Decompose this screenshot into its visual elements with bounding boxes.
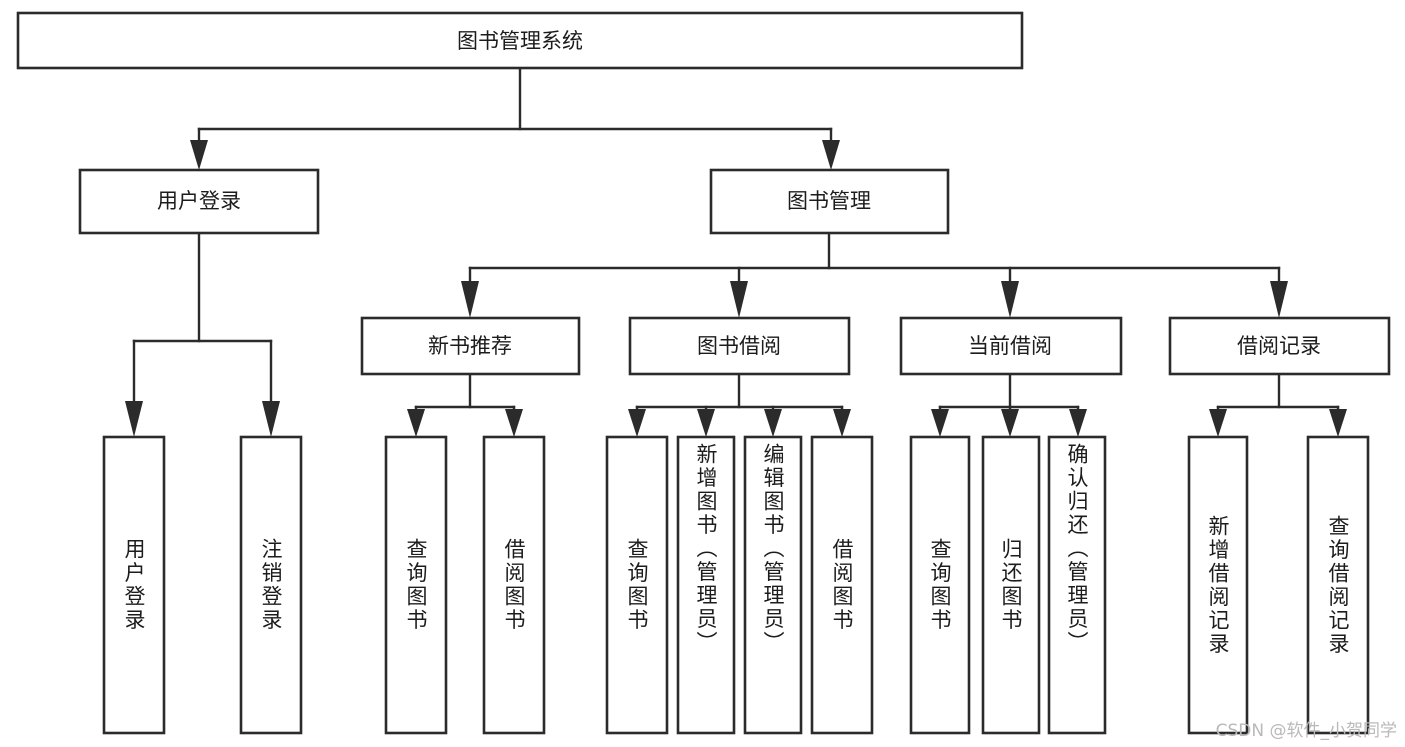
node-root-system-label: 图书管理系统 — [457, 29, 583, 53]
leaf-box-query-book-c[interactable] — [909, 435, 971, 735]
node-borrow-record-label: 借阅记录 — [1237, 334, 1321, 358]
node-book-manage-label: 图书管理 — [787, 189, 871, 213]
connectors-bookmanage-to-level3 — [461, 231, 1288, 318]
arrow-to-leaf-logout — [262, 401, 280, 437]
arrow-to-book-manage — [822, 140, 840, 170]
arrow-to-current-borrow — [1001, 281, 1019, 318]
arrow-to-leaf-query-book-b — [628, 409, 646, 437]
arrow-to-leaf-confirm-return — [1069, 409, 1087, 437]
leaf-box-logout[interactable] — [239, 435, 303, 735]
arrow-to-leaf-return-book — [1001, 409, 1019, 437]
node-new-book-recommend[interactable] — [360, 316, 581, 376]
arrow-to-leaf-add-record — [1209, 409, 1227, 437]
leaf-box-borrow-book-a[interactable] — [482, 435, 546, 735]
leaf-box-add-record[interactable] — [1187, 435, 1249, 735]
leaf-box-query-record[interactable] — [1306, 435, 1370, 735]
arrow-to-user-login — [190, 140, 208, 170]
node-current-borrow[interactable] — [899, 316, 1123, 376]
node-root-system[interactable] — [16, 11, 1024, 70]
leaf-box-confirm-return[interactable] — [1047, 435, 1107, 735]
connectors-borrowrecord-to-leaves — [1209, 372, 1347, 437]
arrow-to-leaf-borrow-book-b — [833, 409, 851, 437]
arrow-to-leaf-add-book — [697, 409, 715, 437]
node-new-book-recommend-label: 新书推荐 — [428, 334, 512, 358]
node-book-borrow-label: 图书借阅 — [697, 334, 781, 358]
leaf-box-query-book-a[interactable] — [384, 435, 448, 735]
leaf-box-return-book[interactable] — [981, 435, 1041, 735]
leaf-box-user-login[interactable] — [102, 435, 166, 735]
arrow-to-leaf-user-login — [125, 401, 143, 437]
connectors-bookborrow-to-leaves — [628, 372, 851, 437]
connectors-root-to-level2 — [190, 66, 840, 170]
arrow-to-book-borrow — [730, 281, 748, 318]
leaf-box-edit-book[interactable] — [743, 435, 803, 735]
node-book-manage[interactable] — [709, 168, 950, 235]
arrow-to-leaf-query-book-a — [407, 409, 425, 437]
node-current-borrow-label: 当前借阅 — [968, 334, 1052, 358]
leaf-box-query-book-b[interactable] — [605, 435, 669, 735]
arrow-to-leaf-borrow-book-a — [505, 409, 523, 437]
node-book-borrow[interactable] — [628, 316, 851, 376]
arrow-to-leaf-query-book-c — [931, 409, 949, 437]
csdn-watermark: CSDN @软件_小贺同学 — [1215, 721, 1397, 741]
connectors-newbook-to-leaves — [407, 372, 523, 437]
connectors-currentborrow-to-leaves — [931, 372, 1087, 437]
arrow-to-borrow-record — [1270, 281, 1288, 318]
connectors-userlogin-to-leaves — [125, 231, 280, 437]
arrow-to-leaf-query-record — [1329, 409, 1347, 437]
arrow-to-new-book-recommend — [461, 281, 479, 318]
leaf-box-add-book[interactable] — [676, 435, 736, 735]
node-user-login-label: 用户登录 — [157, 189, 241, 213]
node-borrow-record[interactable] — [1168, 316, 1391, 376]
arrow-to-leaf-edit-book — [764, 409, 782, 437]
leaf-box-borrow-book-b[interactable] — [810, 435, 874, 735]
node-user-login[interactable] — [78, 168, 320, 235]
